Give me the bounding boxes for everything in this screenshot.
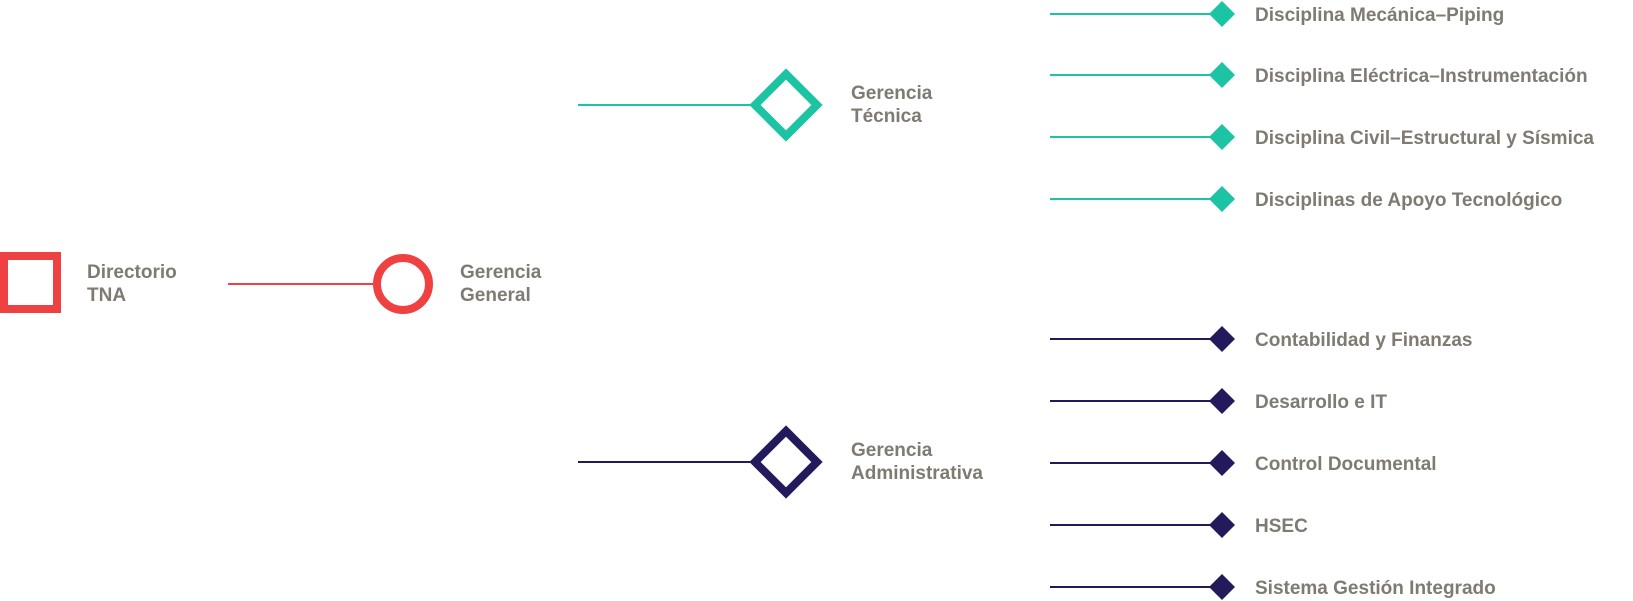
tecnica-items [1050, 1, 1235, 212]
item-tecnica-label: Disciplina Civil–Estructural y Sísmica [1255, 128, 1594, 149]
item-diamond-marker [1209, 186, 1235, 212]
item-diamond-marker [1209, 326, 1235, 352]
label-directorio-line1: Directorio [87, 262, 177, 283]
node-gerencia-administrativa [749, 425, 823, 499]
label-gerencia-administrativa: Gerencia Administrativa [851, 439, 983, 485]
item-administrativa-label: Contabilidad y Finanzas [1255, 330, 1473, 351]
label-gerencia-tecnica-line2: Técnica [851, 106, 922, 127]
node-gerencia-general [373, 254, 433, 314]
item-diamond-marker [1209, 1, 1235, 27]
item-administrativa-label: Sistema Gestión Integrado [1255, 578, 1496, 599]
item-diamond-marker [1209, 62, 1235, 88]
item-tecnica-label: Disciplina Mecánica–Piping [1255, 5, 1505, 26]
item-diamond-marker [1209, 388, 1235, 414]
label-gerencia-tecnica: Gerencia Técnica [851, 82, 932, 128]
node-gerencia-tecnica [749, 68, 823, 142]
item-administrativa-label: HSEC [1255, 516, 1308, 537]
administrativa-items [1050, 326, 1235, 600]
item-tecnica-label: Disciplina Eléctrica–Instrumentación [1255, 66, 1588, 87]
label-gerencia-general: Gerencia General [460, 261, 541, 307]
label-directorio-line2: TNA [87, 285, 127, 306]
item-diamond-marker [1209, 450, 1235, 476]
label-gerencia-tecnica-line1: Gerencia [851, 83, 933, 104]
item-diamond-marker [1209, 574, 1235, 600]
label-gerencia-administrativa-line2: Administrativa [851, 463, 983, 484]
node-directorio [0, 252, 61, 313]
label-directorio: Directorio TNA [87, 261, 177, 307]
item-diamond-marker [1209, 124, 1235, 150]
label-gerencia-administrativa-line1: Gerencia [851, 440, 933, 461]
item-tecnica-label: Disciplinas de Apoyo Tecnológico [1255, 190, 1563, 211]
label-gerencia-general-line1: Gerencia [460, 262, 542, 283]
item-administrativa-label: Desarrollo e IT [1255, 392, 1387, 413]
item-diamond-marker [1209, 512, 1235, 538]
item-administrativa-label: Control Documental [1255, 454, 1437, 475]
label-gerencia-general-line2: General [460, 285, 531, 306]
